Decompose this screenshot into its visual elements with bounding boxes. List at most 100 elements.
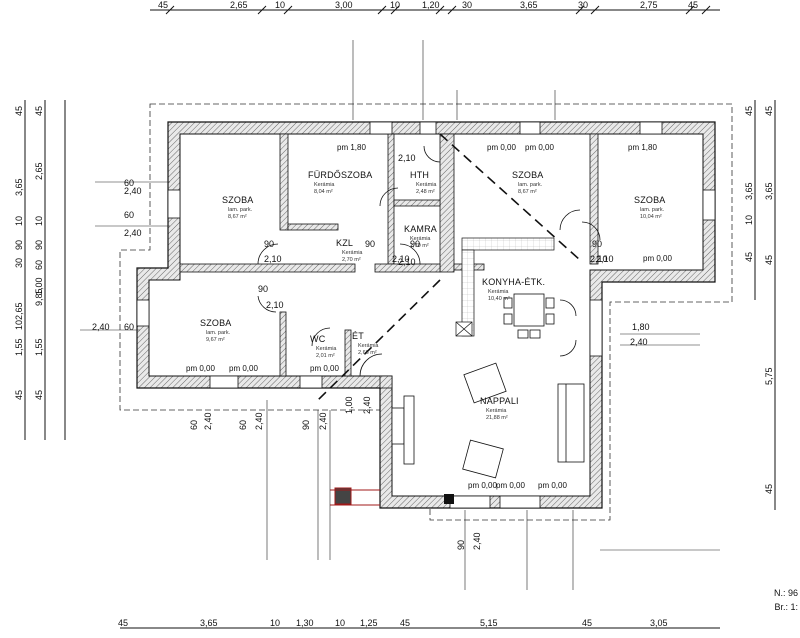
left-dim-label: 10 <box>34 216 44 226</box>
opening-dim: 90 <box>301 420 311 430</box>
top-dim-label: 45 <box>688 0 698 10</box>
opening-dim: 2,40 <box>630 337 648 347</box>
room-name: FÜRDŐSZOBA <box>308 170 373 180</box>
right-dim-label: 45 <box>764 484 774 494</box>
opening-dim: 90 <box>592 239 602 249</box>
dim-tick <box>575 5 585 15</box>
dim-tick <box>257 5 267 15</box>
room-area: 10,04 m² <box>640 214 662 220</box>
left-dim-label: 60 <box>34 260 44 270</box>
left-dim-label: 2,65 <box>34 162 44 180</box>
room-area: 8,04 m² <box>314 189 333 195</box>
opening-dim: 60 <box>124 178 134 188</box>
top-dim-label: 10 <box>390 0 400 10</box>
top-dim-label: 3,65 <box>520 0 538 10</box>
top-dim-label: 30 <box>462 0 472 10</box>
floor-level-label: pm 0,00 <box>468 481 497 490</box>
windows <box>136 121 716 509</box>
room-name: SZOBA <box>222 195 254 205</box>
room-name: SZOBA <box>200 318 232 328</box>
room-name: HTH <box>410 170 429 180</box>
dashed-diagonals <box>317 133 581 401</box>
dim-tick <box>435 5 445 15</box>
dim-tick <box>390 5 400 15</box>
living-furniture <box>403 362 585 479</box>
room-floor: lam. park. <box>228 207 253 213</box>
floor-level-label: pm 0,00 <box>496 481 525 490</box>
top-dim-label: 45 <box>158 0 168 10</box>
opening-dim: 90 <box>264 239 274 249</box>
left-dim-label: 10 <box>14 320 24 330</box>
kitchen-counter <box>455 237 555 337</box>
roof-outline <box>119 103 733 521</box>
room-name: SZOBA <box>512 170 544 180</box>
opening-dim: 2,40 <box>92 322 110 332</box>
room-name: SZOBA <box>634 195 666 205</box>
dim-tick <box>283 5 293 15</box>
room-area: 2,01 m² <box>316 353 335 359</box>
left-dimension-chains <box>24 100 66 440</box>
floor-level-label: pm 0,00 <box>525 143 554 152</box>
floor-level-label: pm 0,00 <box>538 481 567 490</box>
opening-dim: 90 <box>365 239 375 249</box>
room-floor: lam. park. <box>518 182 543 188</box>
room-area: 2,70 m² <box>410 243 429 249</box>
bottom-dim-label: 10 <box>335 618 345 628</box>
opening-dim: 1,80 <box>632 322 650 332</box>
floor-level-label: pm 1,80 <box>337 143 366 152</box>
top-dim-label: 30 <box>578 0 588 10</box>
opening-dim: 2,40 <box>472 532 482 550</box>
bottom-dim-label: 45 <box>118 618 128 628</box>
top-dimension-chain <box>150 5 720 15</box>
room-floor: Kerámia <box>316 346 337 352</box>
left-dim-label: 45 <box>14 106 24 116</box>
room-name: KONYHA-ÉTK. <box>482 277 545 287</box>
right-dim-label: 5,75 <box>764 367 774 385</box>
room-floor: Kerámia <box>416 182 437 188</box>
right-dimension-chains <box>754 100 776 510</box>
right-dim-label: 45 <box>744 252 754 262</box>
right-dim-label: 45 <box>764 106 774 116</box>
room-floor: lam. park. <box>640 207 665 213</box>
column-marker <box>444 494 454 504</box>
room-floor: Kerámia <box>342 250 363 256</box>
opening-dim: 1,00 <box>344 396 354 414</box>
opening-dim: 2,10 <box>398 257 416 267</box>
bottom-dim-label: 5,15 <box>480 618 498 628</box>
opening-dim: 60 <box>124 210 134 220</box>
bottom-dim-label: 45 <box>400 618 410 628</box>
bottom-dim-label: 3,05 <box>650 618 668 628</box>
room-name: KAMRA <box>404 224 437 234</box>
dim-tick <box>685 5 695 15</box>
left-dim-label: 1,00 <box>34 277 44 295</box>
room-area: 8,67 m² <box>228 214 247 220</box>
opening-dim: 2,40 <box>254 412 264 430</box>
dim-tick <box>590 5 600 15</box>
opening-dim: 2,10 <box>392 254 410 264</box>
scale-note-2: Br.: 1: <box>774 602 798 612</box>
right-dim-label: 45 <box>744 106 754 116</box>
left-dim-label: 1,55 <box>14 338 24 356</box>
room-name: NAPPALI <box>480 396 519 406</box>
left-dim-label: 45 <box>34 106 44 116</box>
bottom-dim-label: 45 <box>582 618 592 628</box>
left-dim-label: 9,85 <box>34 288 44 306</box>
floor-level-label: pm 1,80 <box>628 143 657 152</box>
room-area: 2,48 m² <box>416 189 435 195</box>
left-dim-label: 10 <box>14 216 24 226</box>
left-dim-label: 90 <box>34 240 44 250</box>
opening-dim: 2,40 <box>124 228 142 238</box>
room-floor: Kerámia <box>314 182 335 188</box>
opening-dim: 2,10 <box>590 254 608 264</box>
room-floor: Kerámia <box>410 236 431 242</box>
right-dim-label: 10 <box>744 215 754 225</box>
opening-dim: 90 <box>410 239 420 249</box>
top-dim-label: 10 <box>275 0 285 10</box>
chimney <box>330 487 380 506</box>
dining-table <box>503 293 555 339</box>
floor-level-label: pm 0,00 <box>310 364 339 373</box>
opening-dim: 90 <box>258 284 268 294</box>
opening-dim: 90 <box>456 540 466 550</box>
left-dim-label: 30 <box>14 258 24 268</box>
